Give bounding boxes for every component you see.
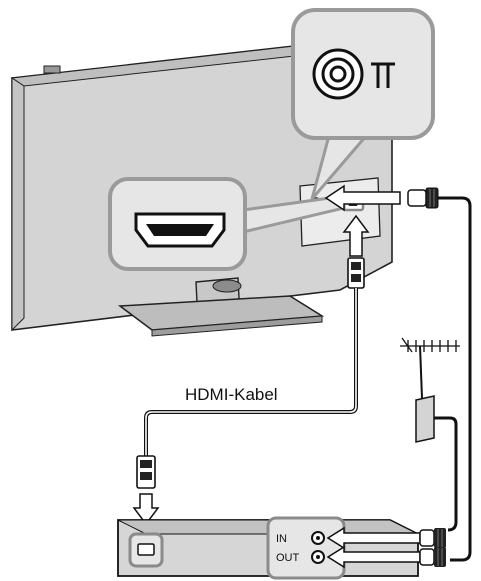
hdmi-cable	[132, 257, 365, 526]
antenna-socket-icon	[312, 48, 364, 100]
callout-antenna-socket	[291, 8, 435, 200]
tv-stand	[117, 277, 325, 337]
roof-antenna-icon	[400, 337, 460, 399]
box-antenna-panel	[266, 516, 346, 580]
antenna-cable	[434, 416, 458, 532]
antenna-wall-box	[415, 395, 435, 443]
antenna-symbol-icon	[371, 62, 395, 88]
coax-plug-out	[419, 547, 446, 567]
antenna-arrow	[324, 184, 401, 212]
tv-antenna-cable	[438, 196, 472, 562]
out-arrow	[326, 545, 421, 569]
port-in-label: IN	[276, 533, 287, 545]
set-top-box: IN OUT	[117, 516, 419, 580]
hdmi-cable-label: HDMI-Kabel	[185, 385, 278, 404]
coax-plug-in	[419, 528, 446, 548]
tv-left-edge	[11, 77, 25, 332]
in-arrow	[326, 526, 421, 550]
tv-top-notch	[43, 65, 61, 74]
hdmi-arrow-tv	[342, 214, 370, 257]
coax-plug-tv	[407, 187, 439, 209]
port-out-label: OUT	[276, 552, 300, 564]
hdmi-port-icon	[134, 212, 226, 248]
tv-connection-arrows	[324, 184, 401, 257]
hdmi-arrow-box	[132, 493, 160, 526]
callout-hdmi-port	[108, 177, 346, 271]
